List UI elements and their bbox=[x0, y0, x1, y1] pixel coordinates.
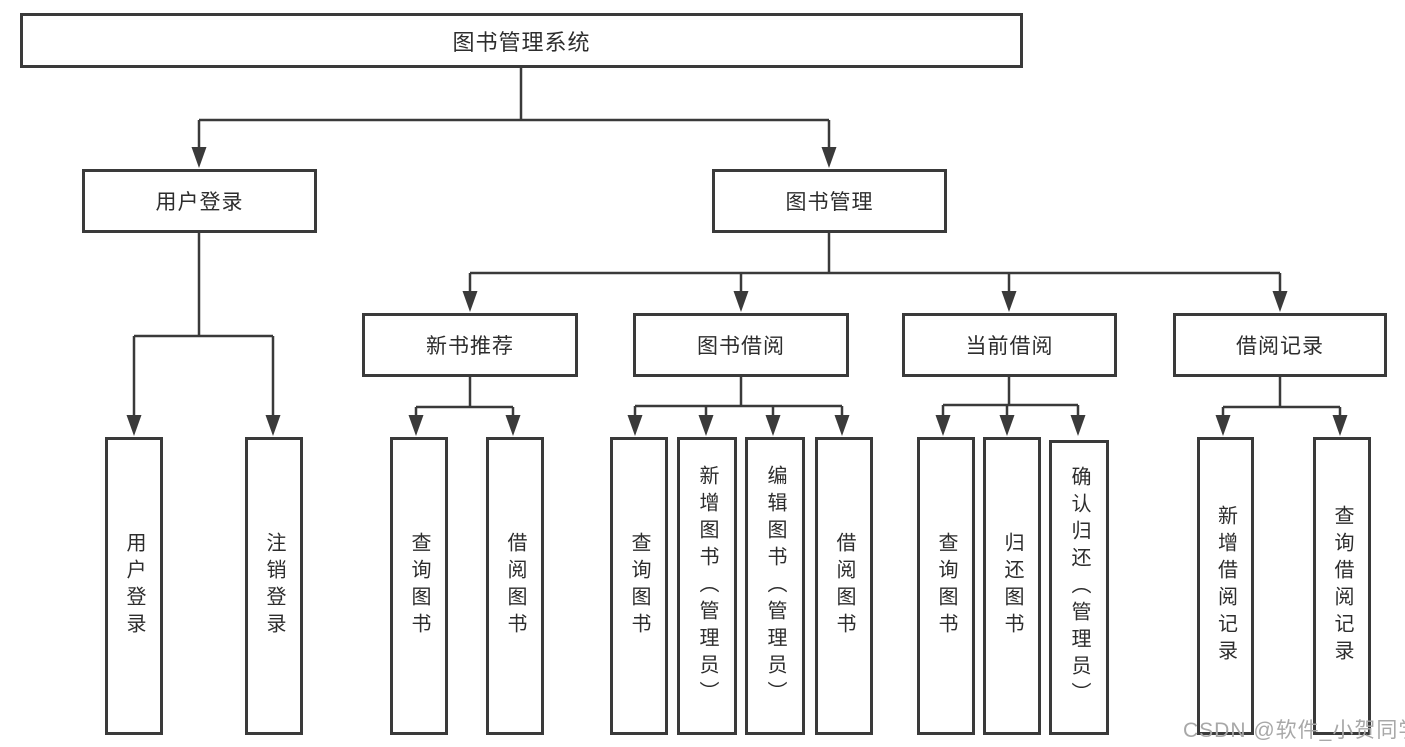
arrowheads bbox=[126, 147, 1348, 436]
leaf-edit-books-admin: 编辑图书（管理员） bbox=[745, 437, 805, 735]
node-borrow-records: 借阅记录 bbox=[1173, 313, 1387, 377]
leaf-add-books-admin: 新增图书（管理员） bbox=[677, 437, 737, 735]
node-current-borrow: 当前借阅 bbox=[902, 313, 1117, 377]
leaf-label: 查询图书 bbox=[628, 532, 650, 640]
csdn-watermark: CSDN @软件_小贺同学 bbox=[1183, 719, 1405, 742]
leaf-label: 新增借阅记录 bbox=[1214, 505, 1237, 667]
leaf-borrow-books: 借阅图书 bbox=[815, 437, 873, 735]
leaf-label: 编辑图书（管理员） bbox=[764, 464, 786, 708]
leaf-query-books-borrow: 查询图书 bbox=[610, 437, 668, 735]
leaf-confirm-return-admin: 确认归还（管理员） bbox=[1049, 440, 1109, 735]
leaf-label: 新增图书（管理员） bbox=[696, 464, 718, 708]
leaf-user-login: 用户登录 bbox=[105, 437, 163, 735]
leaf-logout: 注销登录 bbox=[245, 437, 303, 735]
node-library-management-system: 图书管理系统 bbox=[20, 13, 1023, 68]
leaf-query-books-current: 查询图书 bbox=[917, 437, 975, 735]
leaf-label: 借阅图书 bbox=[833, 532, 855, 640]
leaf-label: 查询图书 bbox=[935, 532, 957, 640]
leaf-label: 确认归还（管理员） bbox=[1068, 466, 1090, 709]
leaf-add-borrow-record: 新增借阅记录 bbox=[1197, 437, 1254, 735]
leaf-label: 注销登录 bbox=[263, 532, 285, 640]
leaf-label: 查询借阅记录 bbox=[1331, 505, 1353, 667]
leaf-label: 借阅图书 bbox=[504, 532, 526, 640]
leaf-query-borrow-record: 查询借阅记录 bbox=[1313, 437, 1371, 735]
leaf-label: 归还图书 bbox=[1001, 532, 1023, 640]
node-book-management: 图书管理 bbox=[712, 169, 947, 233]
node-user-login: 用户登录 bbox=[82, 169, 317, 233]
leaf-borrow-books-recommend: 借阅图书 bbox=[486, 437, 544, 735]
leaf-label: 查询图书 bbox=[408, 532, 430, 640]
leaf-label: 用户登录 bbox=[123, 532, 145, 640]
node-new-book-recommend: 新书推荐 bbox=[362, 313, 578, 377]
node-book-borrow: 图书借阅 bbox=[633, 313, 849, 377]
leaf-return-books: 归还图书 bbox=[983, 437, 1041, 735]
leaf-query-books-recommend: 查询图书 bbox=[390, 437, 448, 735]
